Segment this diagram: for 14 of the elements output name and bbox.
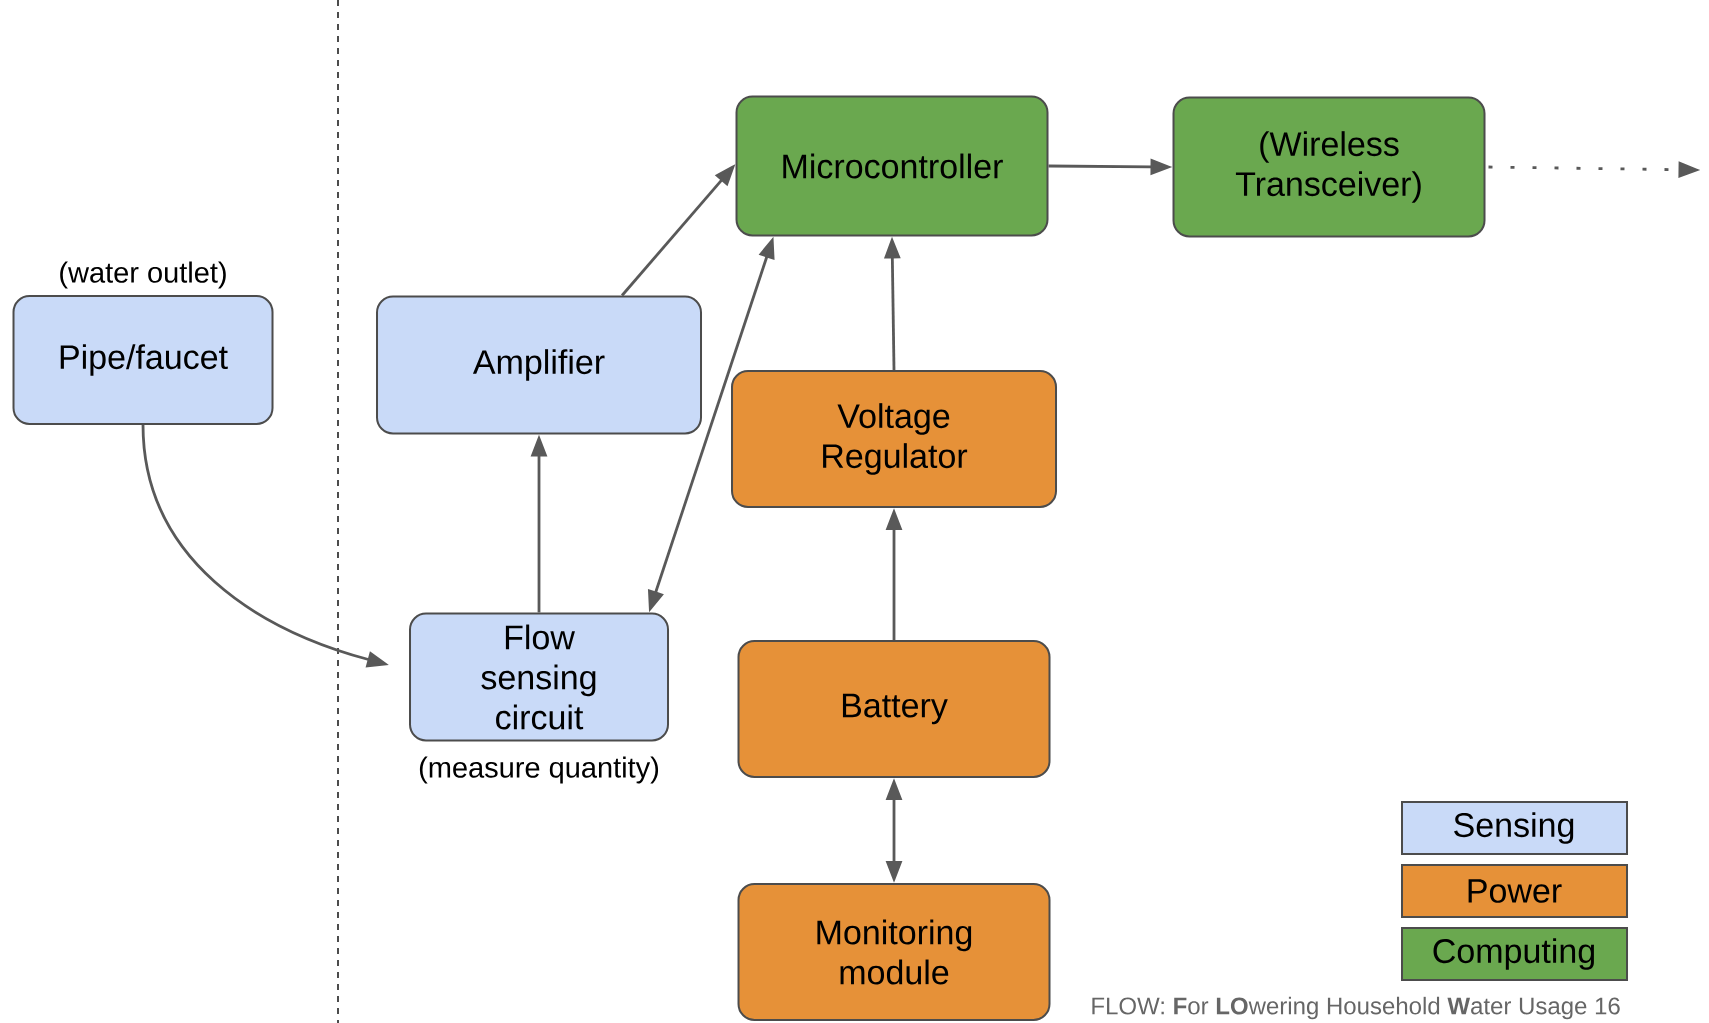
process-box: (Wireless Transceiver) — [1172, 96, 1486, 238]
process-box: Monitoring module — [737, 883, 1051, 1021]
process-box: Voltage Regulator — [731, 370, 1057, 508]
process-box: Microcontroller — [735, 95, 1049, 237]
node-caption: (water outlet) — [60, 261, 226, 289]
legend-label: Power — [1468, 879, 1562, 903]
process-box: Pipe/faucet — [12, 295, 274, 425]
node-caption: (measure quantity) — [419, 756, 659, 784]
process-box: Flow sensing circuit — [409, 612, 669, 742]
footer-text: FLOW: For LOwering Household Water Usage 16 — [1092, 996, 1620, 1020]
process-box: Amplifier — [376, 295, 702, 435]
process-box: Battery — [737, 640, 1051, 778]
legend-label: Computing — [1433, 938, 1594, 970]
legend-label: Sensing — [1454, 812, 1574, 844]
